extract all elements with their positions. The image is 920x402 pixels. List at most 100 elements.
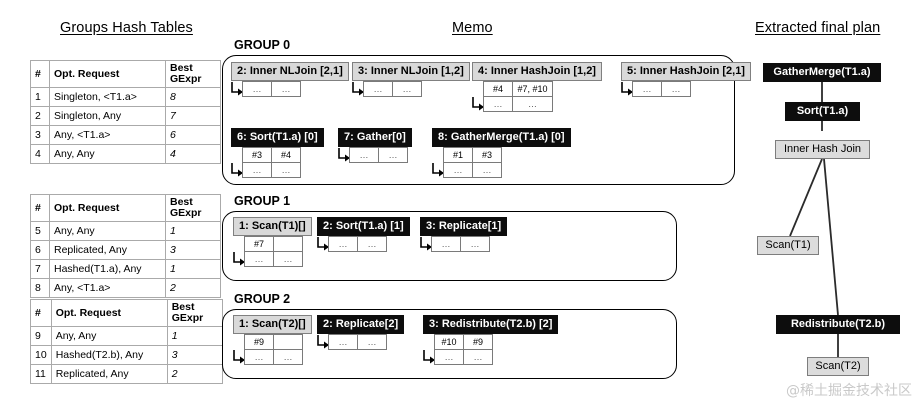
column-header-best: Best GExpr (165, 193, 221, 223)
cell: … (431, 236, 461, 252)
gexpr-cells: #3#4 …… (242, 147, 301, 178)
group-0-label: GROUP 0 (234, 38, 291, 52)
cell: … (242, 162, 272, 178)
cell-best: 7 (165, 106, 221, 127)
cell: #3 (242, 147, 272, 163)
cell: … (483, 96, 513, 112)
cell-request: Replicated, Any (50, 364, 168, 385)
cell: … (328, 236, 358, 252)
cells-row: …… (242, 81, 301, 97)
gexpr-group2-1[interactable]: 1: Scan(T2)[] #9 …… (233, 315, 312, 365)
cell-best: 2 (166, 364, 223, 385)
gexpr-group0-5[interactable]: 5: Inner HashJoin [2,1] …… (621, 62, 751, 97)
plan-node-redistribute[interactable]: Redistribute(T2.b) (776, 315, 900, 334)
cell: … (349, 147, 379, 163)
gexpr-header: 3: Redistribute(T2.b) [2] (423, 315, 559, 334)
cell-num: 6 (30, 240, 50, 261)
cell: … (460, 236, 490, 252)
plan-node-sort[interactable]: Sort(T1.a) (785, 102, 860, 121)
gexpr-group0-8[interactable]: 8: GatherMerge(T1.a) [0] #1#3 …… (432, 128, 571, 178)
gexpr-group0-2[interactable]: 2: Inner NLJoin [2,1] …… (231, 62, 349, 97)
cell: … (463, 349, 493, 365)
cell: #7, #10 (512, 81, 553, 97)
gexpr-group0-7[interactable]: 7: Gather[0] …… (338, 128, 412, 163)
gexpr-cells: …… (363, 81, 422, 97)
gexpr-cells: #7 …… (244, 236, 303, 267)
gexpr-cells: #4#7, #10 …… (483, 81, 553, 112)
cell-request: Replicated, Any (49, 240, 166, 261)
gexpr-group2-2[interactable]: 2: Replicate[2] …… (317, 315, 405, 350)
cell-num: 1 (30, 87, 50, 108)
cell: … (443, 162, 473, 178)
cell-request: Singleton, <T1.a> (49, 87, 166, 108)
cell: … (512, 96, 553, 112)
cell: #9 (244, 334, 274, 350)
gexpr-group0-3[interactable]: 3: Inner NLJoin [1,2] …… (352, 62, 470, 97)
cell: #7 (244, 236, 274, 252)
cell-request: Any, Any (49, 144, 166, 165)
memo-title: Memo (452, 20, 493, 36)
gexpr-group1-1[interactable]: 1: Scan(T1)[] #7 …… (233, 217, 312, 267)
arrow-icon (432, 163, 444, 177)
gexpr-cells: …… (632, 81, 691, 97)
arrow-icon (233, 252, 245, 266)
gexpr-group1-3[interactable]: 3: Replicate[1] …… (420, 217, 508, 252)
cells-row: #3#4 (242, 147, 301, 163)
arrow-icon (423, 350, 435, 364)
gexpr-header: 2: Sort(T1.a) [1] (317, 217, 410, 236)
cell: … (328, 334, 358, 350)
cell-request: Hashed(T2.b), Any (50, 345, 168, 366)
table-header-row: # Opt. Request Best GExpr (30, 298, 223, 328)
cells-row: #7 (244, 236, 303, 252)
gexpr-cells: #9 …… (244, 334, 303, 365)
gexpr-cells: …… (349, 147, 408, 163)
cell-num: 7 (30, 259, 50, 280)
cell-num: 5 (30, 221, 50, 242)
cell-num: 4 (30, 144, 50, 165)
cell (273, 236, 303, 252)
gexpr-group2-3[interactable]: 3: Redistribute(T2.b) [2] #10#9 …… (423, 315, 559, 365)
plan-node-scan-t1[interactable]: Scan(T1) (757, 236, 819, 255)
cell-best: 1 (165, 259, 221, 280)
cells-row: …… (349, 147, 408, 163)
gexpr-group1-2[interactable]: 2: Sort(T1.a) [1] …… (317, 217, 410, 252)
cell: … (632, 81, 662, 97)
cells-row: …… (632, 81, 691, 97)
cells-row: …… (443, 162, 502, 178)
cell: … (244, 251, 274, 267)
cells-row: …… (483, 96, 553, 112)
column-header-req: Opt. Request (49, 193, 166, 223)
cell: … (273, 349, 303, 365)
arrow-icon (420, 237, 432, 251)
gexpr-group0-6[interactable]: 6: Sort(T1.a) [0] #3#4 …… (231, 128, 324, 178)
gexpr-group0-4[interactable]: 4: Inner HashJoin [1,2] #4#7, #10 …… (472, 62, 602, 112)
plan-node-inner-hash-join[interactable]: Inner Hash Join (775, 140, 870, 159)
cell: … (271, 162, 301, 178)
gexpr-cells: #10#9 …… (434, 334, 493, 365)
cell: … (434, 349, 464, 365)
cell-num: 9 (30, 326, 52, 347)
column-header-num: # (30, 193, 50, 223)
cell-request: Hashed(T1.a), Any (49, 259, 166, 280)
gexpr-cells: #1#3 …… (443, 147, 502, 178)
plan-node-scan-t2[interactable]: Scan(T2) (807, 357, 869, 376)
cell: … (363, 81, 393, 97)
table-header-row: # Opt. Request Best GExpr (30, 59, 221, 89)
final-plan-title: Extracted final plan (755, 20, 881, 36)
plan-node-gathermerge[interactable]: GatherMerge(T1.a) (763, 63, 881, 82)
cell: … (244, 349, 274, 365)
cell: #9 (463, 334, 493, 350)
cell-best: 3 (166, 345, 223, 366)
cells-row: #9 (244, 334, 303, 350)
cell-request: Any, Any (50, 326, 168, 347)
column-header-num: # (30, 59, 50, 89)
